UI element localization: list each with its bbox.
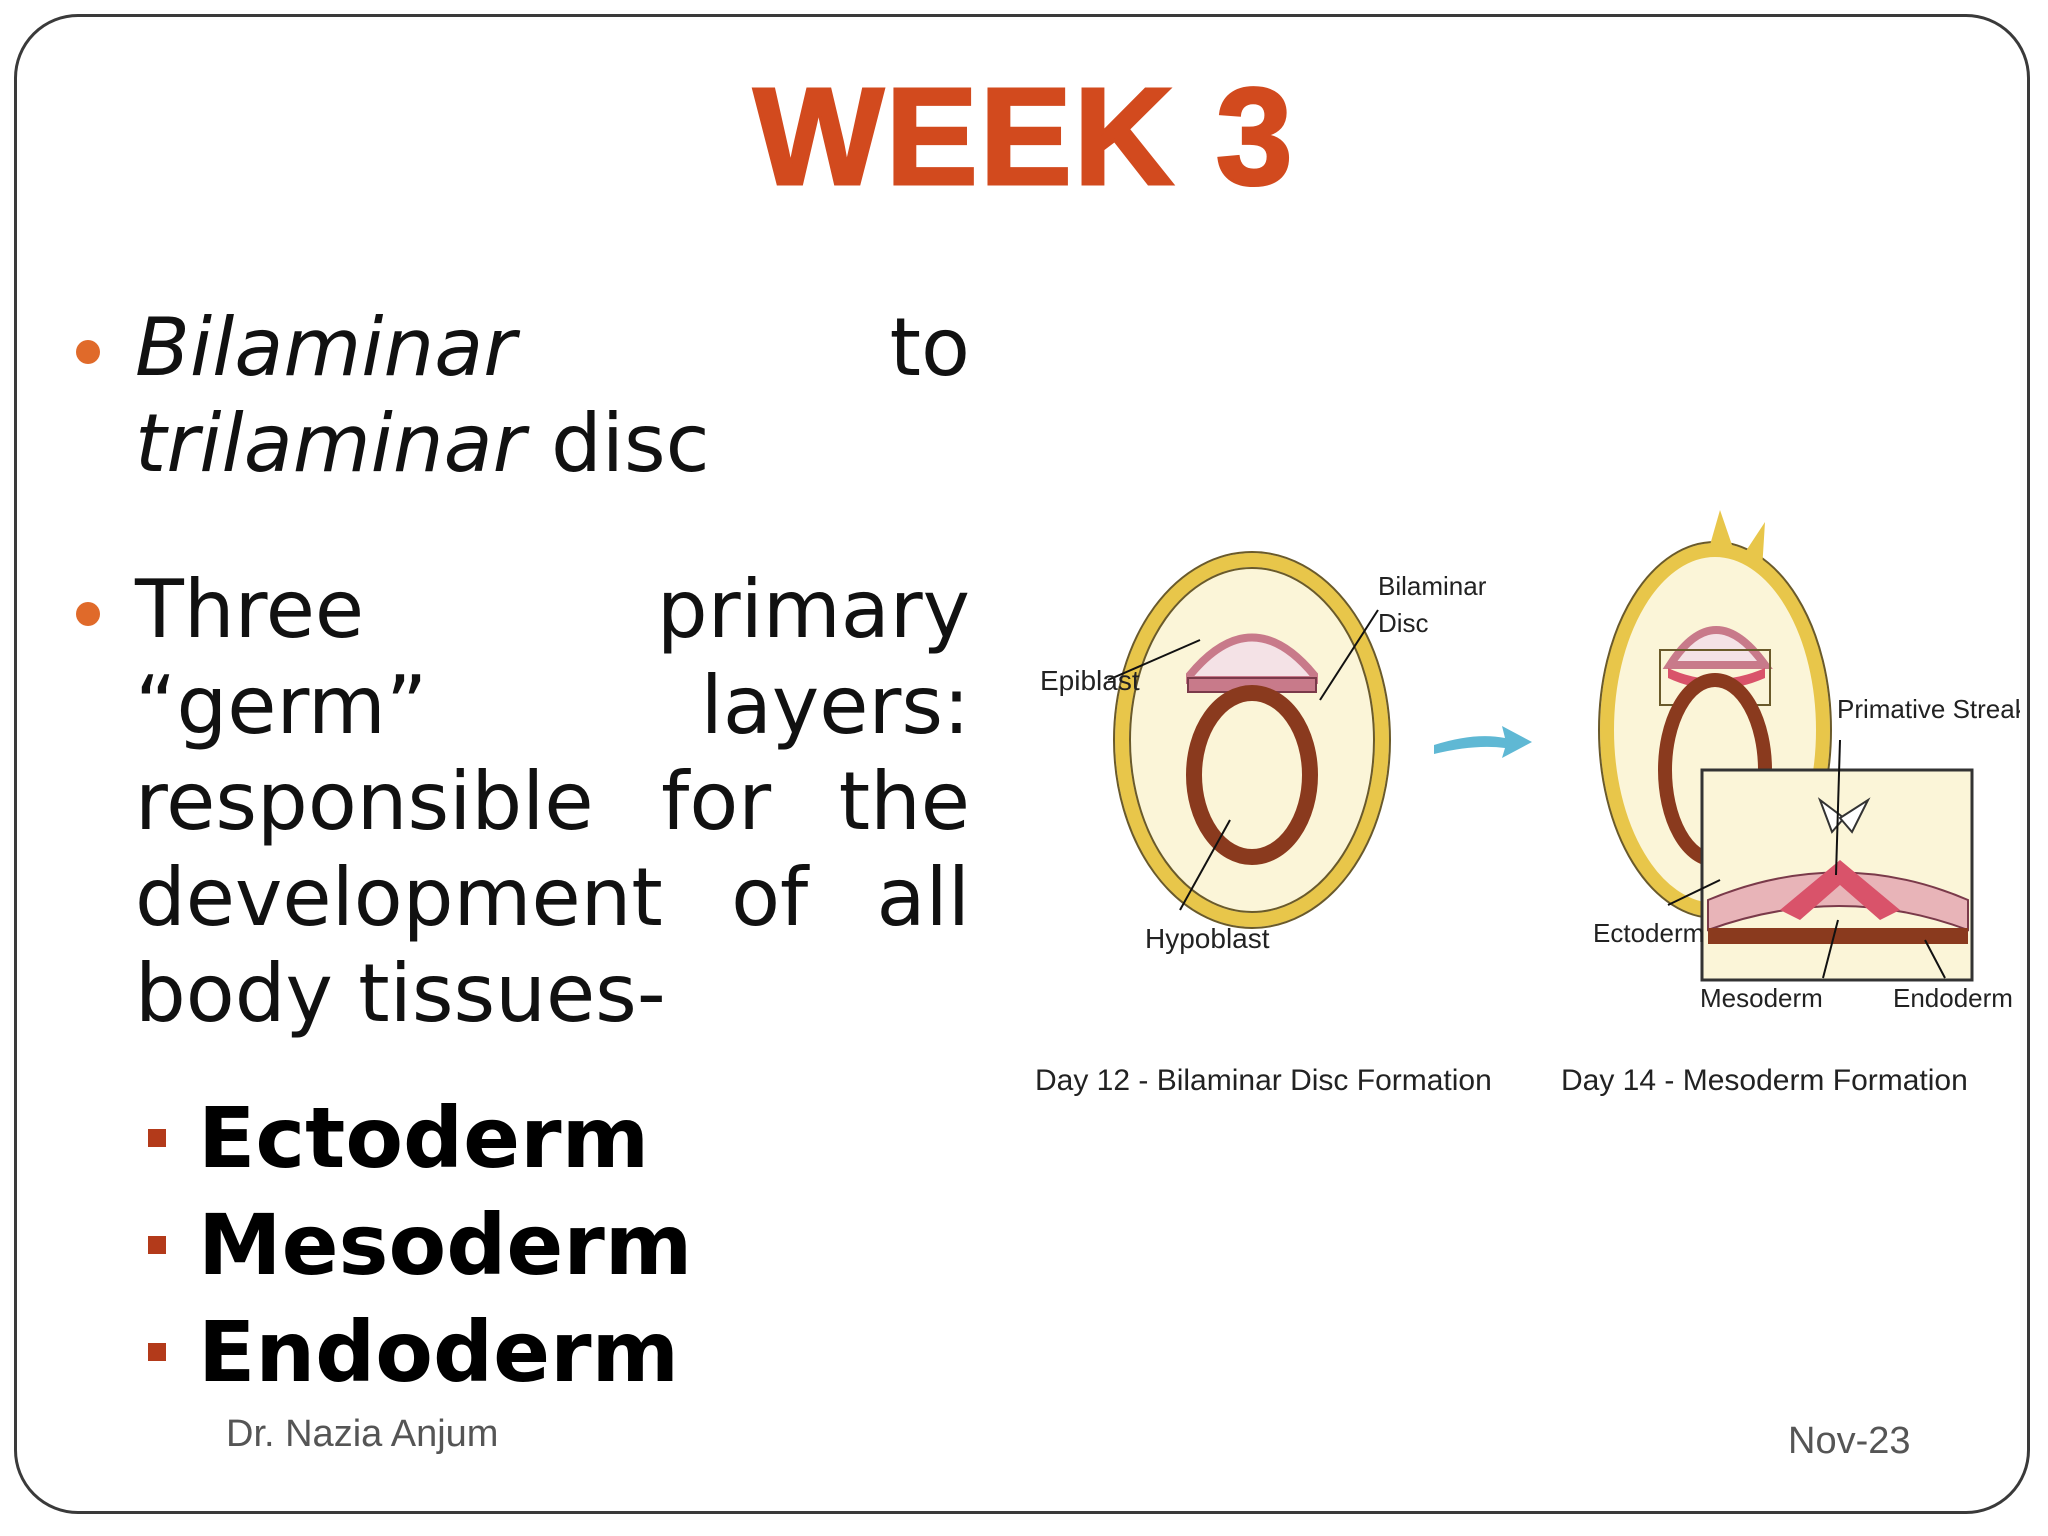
bilaminar-label: Bilaminar (1378, 571, 1487, 601)
villus (1710, 510, 1732, 545)
endoderm-pointer (1924, 939, 1946, 979)
epiblast-pointer (1107, 639, 1201, 681)
hypoblast-pointer (1179, 819, 1231, 911)
bullet-item: Three primary “germ” layers: responsible… (70, 562, 970, 1042)
bullet-dot-icon (76, 340, 100, 364)
primitive-streak-label: Primative Streak (1837, 694, 2020, 724)
villus (1740, 522, 1765, 570)
progress-arrow-icon (1434, 726, 1532, 758)
streak-pointer (1835, 739, 1841, 876)
bullet-list: Bilaminar to trilaminar disc Three prima… (70, 300, 970, 1042)
disc-label: Disc (1378, 608, 1429, 638)
square-bullet-icon (148, 1343, 166, 1361)
amniotic-cavity (1186, 633, 1318, 684)
list-item-label: Mesoderm (198, 1196, 693, 1294)
square-bullet-icon (148, 1236, 166, 1254)
bullet-text: disc (525, 397, 710, 490)
mesoderm-label: Mesoderm (1700, 983, 1823, 1013)
bullet-item: Bilaminar to trilaminar disc (70, 300, 970, 492)
list-item: Ectoderm (148, 1085, 692, 1192)
embryo-diagram-svg: Epiblast Bilaminar Disc Hypoblast Day 12… (1035, 510, 2029, 1097)
list-item: Mesoderm (148, 1192, 692, 1299)
ectoderm-label: Ectoderm (1593, 918, 1704, 948)
inflow-arrow-icon (1838, 797, 1871, 834)
list-item-label: Ectoderm (198, 1089, 650, 1187)
list-item: Endoderm (148, 1299, 692, 1406)
chorion-outline (1113, 551, 1391, 929)
endoderm-label: Endoderm (1893, 983, 2013, 1013)
ectoderm-pointer (1667, 879, 1721, 906)
day14-caption: Day 14 - Mesoderm Formation (1561, 1064, 1968, 1097)
endoderm-layer (1708, 928, 1968, 944)
mesoderm-layer (1780, 860, 1900, 920)
list-item-label: Endoderm (198, 1303, 680, 1401)
hypoblast-label: Hypoblast (1145, 923, 1270, 954)
mesoderm-pointer (1822, 919, 1839, 979)
yolk-sac (1186, 685, 1318, 865)
footer-author: Dr. Nazia Anjum (226, 1413, 499, 1455)
bilaminar-pointer (1319, 609, 1379, 701)
bullet-text: to (516, 301, 970, 394)
day12-embryo: Epiblast Bilaminar Disc Hypoblast Day 12… (1035, 551, 1492, 1097)
day14-embryo: Primative Streak Ectoderm Mesoderm Endod… (1561, 510, 2029, 1097)
chorion-inner-outline (1129, 567, 1375, 913)
day12-caption: Day 12 - Bilaminar Disc Formation (1035, 1064, 1492, 1097)
bullet-italic-text: Bilaminar (135, 301, 517, 394)
embryo-diagram: Epiblast Bilaminar Disc Hypoblast Day 12… (1020, 500, 2029, 1140)
slide-title: WEEK 3 (752, 60, 1295, 214)
bullet-italic-text: trilaminar (135, 397, 526, 490)
footer-date: Nov-23 (1788, 1420, 1911, 1462)
epiblast-label: Epiblast (1040, 665, 1140, 696)
square-bullet-icon (148, 1129, 166, 1147)
bullet-text: Three primary “germ” layers: responsible… (135, 563, 970, 1040)
germ-layer-list: Ectoderm Mesoderm Endoderm (148, 1085, 692, 1406)
bullet-dot-icon (76, 602, 100, 626)
